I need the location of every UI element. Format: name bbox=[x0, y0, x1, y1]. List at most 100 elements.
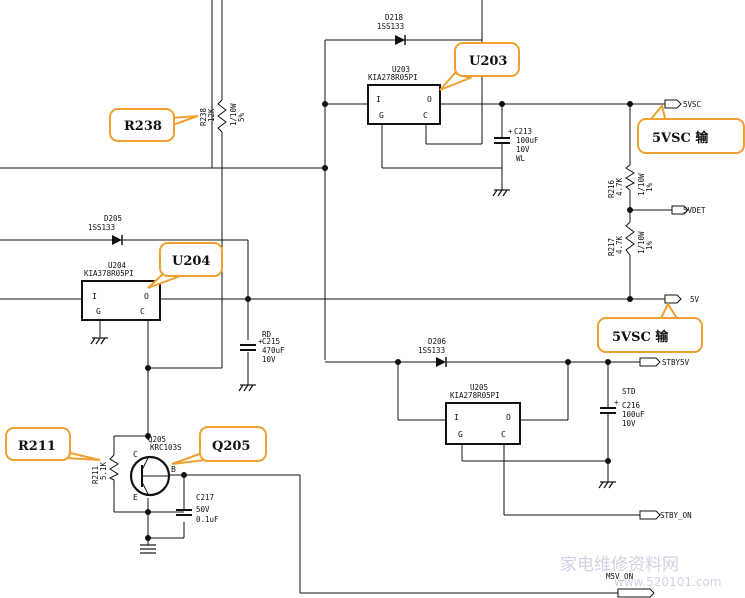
svg-text:U204: U204 bbox=[172, 254, 210, 269]
svg-text:D206: D206 bbox=[428, 337, 447, 346]
svg-text:5VSC 输: 5VSC 输 bbox=[612, 329, 669, 345]
svg-text:12K: 12K bbox=[207, 108, 216, 122]
svg-text:4.7K: 4.7K bbox=[615, 177, 624, 196]
svg-text:1/10W: 1/10W bbox=[637, 173, 646, 196]
svg-text:0.1uF: 0.1uF bbox=[196, 515, 219, 524]
svg-text:G: G bbox=[458, 430, 463, 439]
diode-d206: D206 1SS133 bbox=[418, 337, 447, 367]
svg-text:E: E bbox=[133, 493, 138, 502]
svg-text:5.1K: 5.1K bbox=[99, 461, 108, 480]
connector-stby5v: STBY5V bbox=[639, 357, 690, 367]
resistor-r216: R216 4.7K 1/10W 1% bbox=[607, 164, 654, 198]
callout-u204: U204 bbox=[147, 242, 223, 289]
svg-text:C: C bbox=[501, 430, 506, 439]
svg-text:1SS133: 1SS133 bbox=[377, 22, 404, 31]
svg-text:100uF: 100uF bbox=[516, 136, 539, 145]
svg-text:1%: 1% bbox=[645, 240, 654, 250]
svg-text:5VSC 输: 5VSC 输 bbox=[652, 130, 709, 146]
svg-text:10V: 10V bbox=[262, 355, 276, 364]
watermark: 家电维修资料网 www.520101.com bbox=[560, 555, 721, 589]
svg-text:+: + bbox=[614, 398, 619, 407]
capacitor-c217: C217 50V 0.1uF bbox=[176, 493, 219, 524]
svg-text:G: G bbox=[379, 111, 384, 120]
connector-stby-on: STBY_ON bbox=[639, 510, 692, 520]
svg-text:C215: C215 bbox=[262, 337, 280, 346]
capacitor-c215: RD + C215 470uF 10V bbox=[240, 330, 285, 364]
svg-text:C: C bbox=[140, 307, 145, 316]
svg-text:5%: 5% bbox=[237, 112, 246, 122]
svg-text:C: C bbox=[423, 111, 428, 120]
svg-text:+: + bbox=[508, 127, 513, 136]
svg-text:U203: U203 bbox=[469, 54, 507, 69]
svg-text:C213: C213 bbox=[514, 127, 532, 136]
svg-text:STD: STD bbox=[622, 387, 636, 396]
diode-d205: D205 1SS133 bbox=[88, 214, 123, 245]
svg-text:470uF: 470uF bbox=[262, 346, 285, 355]
svg-text:M5V_ON: M5V_ON bbox=[606, 572, 633, 581]
svg-text:D205: D205 bbox=[104, 214, 122, 223]
svg-text:+: + bbox=[258, 337, 263, 346]
svg-text:Q205: Q205 bbox=[212, 439, 250, 454]
resistor-r238: R238 12K 1/10W 5% bbox=[199, 99, 246, 133]
svg-text:R211: R211 bbox=[18, 439, 56, 454]
callout-u203: U203 bbox=[439, 42, 520, 91]
callout-r211: R211 bbox=[5, 427, 101, 461]
callout-5vsc-mid: 5VSC 输 bbox=[597, 301, 703, 353]
connector-5vdet: 5VDET bbox=[671, 205, 706, 215]
svg-text:U205: U205 bbox=[470, 383, 488, 392]
svg-text:R216: R216 bbox=[607, 179, 616, 198]
svg-text:4.7K: 4.7K bbox=[615, 235, 624, 254]
svg-text:1SS133: 1SS133 bbox=[418, 346, 445, 355]
ic-u204: U204 KIA378R05PI I O G C bbox=[81, 261, 161, 321]
ground-symbols bbox=[90, 189, 616, 554]
svg-text:G: G bbox=[96, 307, 101, 316]
callout-q205: Q205 bbox=[171, 426, 267, 465]
svg-text:Q205: Q205 bbox=[148, 435, 166, 444]
svg-text:5V: 5V bbox=[690, 295, 700, 304]
svg-text:R238: R238 bbox=[124, 119, 162, 134]
svg-text:1%: 1% bbox=[645, 182, 654, 192]
svg-text:R217: R217 bbox=[607, 238, 616, 256]
svg-text:RD: RD bbox=[262, 330, 272, 339]
ic-u205: U205 KIA278R05PI I O G C bbox=[445, 383, 521, 445]
connector-m5v-on: M5V_ON bbox=[606, 572, 655, 598]
svg-text:KIA278R05PI: KIA278R05PI bbox=[368, 73, 418, 82]
resistor-r211: R211 5.1K bbox=[91, 454, 120, 484]
callout-r238: R238 bbox=[109, 108, 199, 142]
svg-text:C: C bbox=[133, 450, 138, 459]
svg-text:I: I bbox=[92, 292, 97, 301]
svg-text:O: O bbox=[506, 413, 511, 422]
svg-text:10V: 10V bbox=[622, 419, 636, 428]
wires bbox=[0, 0, 672, 594]
svg-text:KIA278R05PI: KIA278R05PI bbox=[450, 391, 500, 400]
connector-5v: 5V bbox=[664, 294, 700, 304]
svg-text:R211: R211 bbox=[91, 466, 100, 484]
resistor-r217: R217 4.7K 1/10W 1% bbox=[607, 221, 654, 256]
ic-u203: U203 KIA278R05PI I O G C bbox=[367, 65, 441, 125]
svg-text:I: I bbox=[376, 95, 381, 104]
svg-text:10V: 10V bbox=[516, 145, 530, 154]
svg-text:1/10W: 1/10W bbox=[229, 103, 238, 126]
svg-text:R238: R238 bbox=[199, 107, 208, 126]
svg-text:O: O bbox=[427, 95, 432, 104]
svg-text:C216: C216 bbox=[622, 401, 641, 410]
callout-5vsc-top: 5VSC 输 bbox=[637, 103, 745, 154]
capacitor-c213: + C213 100uF 10V WL bbox=[494, 127, 539, 163]
svg-text:I: I bbox=[454, 413, 459, 422]
svg-text:1/10W: 1/10W bbox=[637, 231, 646, 254]
svg-text:家电维修资料网: 家电维修资料网 bbox=[560, 555, 679, 575]
svg-text:U203: U203 bbox=[392, 65, 410, 74]
diode-d218: D218 1SS133 bbox=[377, 13, 406, 45]
capacitor-c216: STD + C216 100uF 10V bbox=[600, 387, 645, 428]
svg-text:5VDET: 5VDET bbox=[683, 206, 706, 215]
svg-text:www.520101.com: www.520101.com bbox=[614, 575, 721, 589]
svg-text:STBY5V: STBY5V bbox=[662, 358, 690, 367]
svg-text:KIA378R05PI: KIA378R05PI bbox=[84, 269, 134, 278]
svg-text:O: O bbox=[144, 292, 149, 301]
transistor-q205: Q205 KRC103S C E B bbox=[129, 435, 182, 502]
svg-text:WL: WL bbox=[516, 154, 526, 163]
svg-text:STBY_ON: STBY_ON bbox=[660, 511, 692, 520]
svg-text:C217: C217 bbox=[196, 493, 214, 502]
svg-text:U204: U204 bbox=[108, 261, 127, 270]
